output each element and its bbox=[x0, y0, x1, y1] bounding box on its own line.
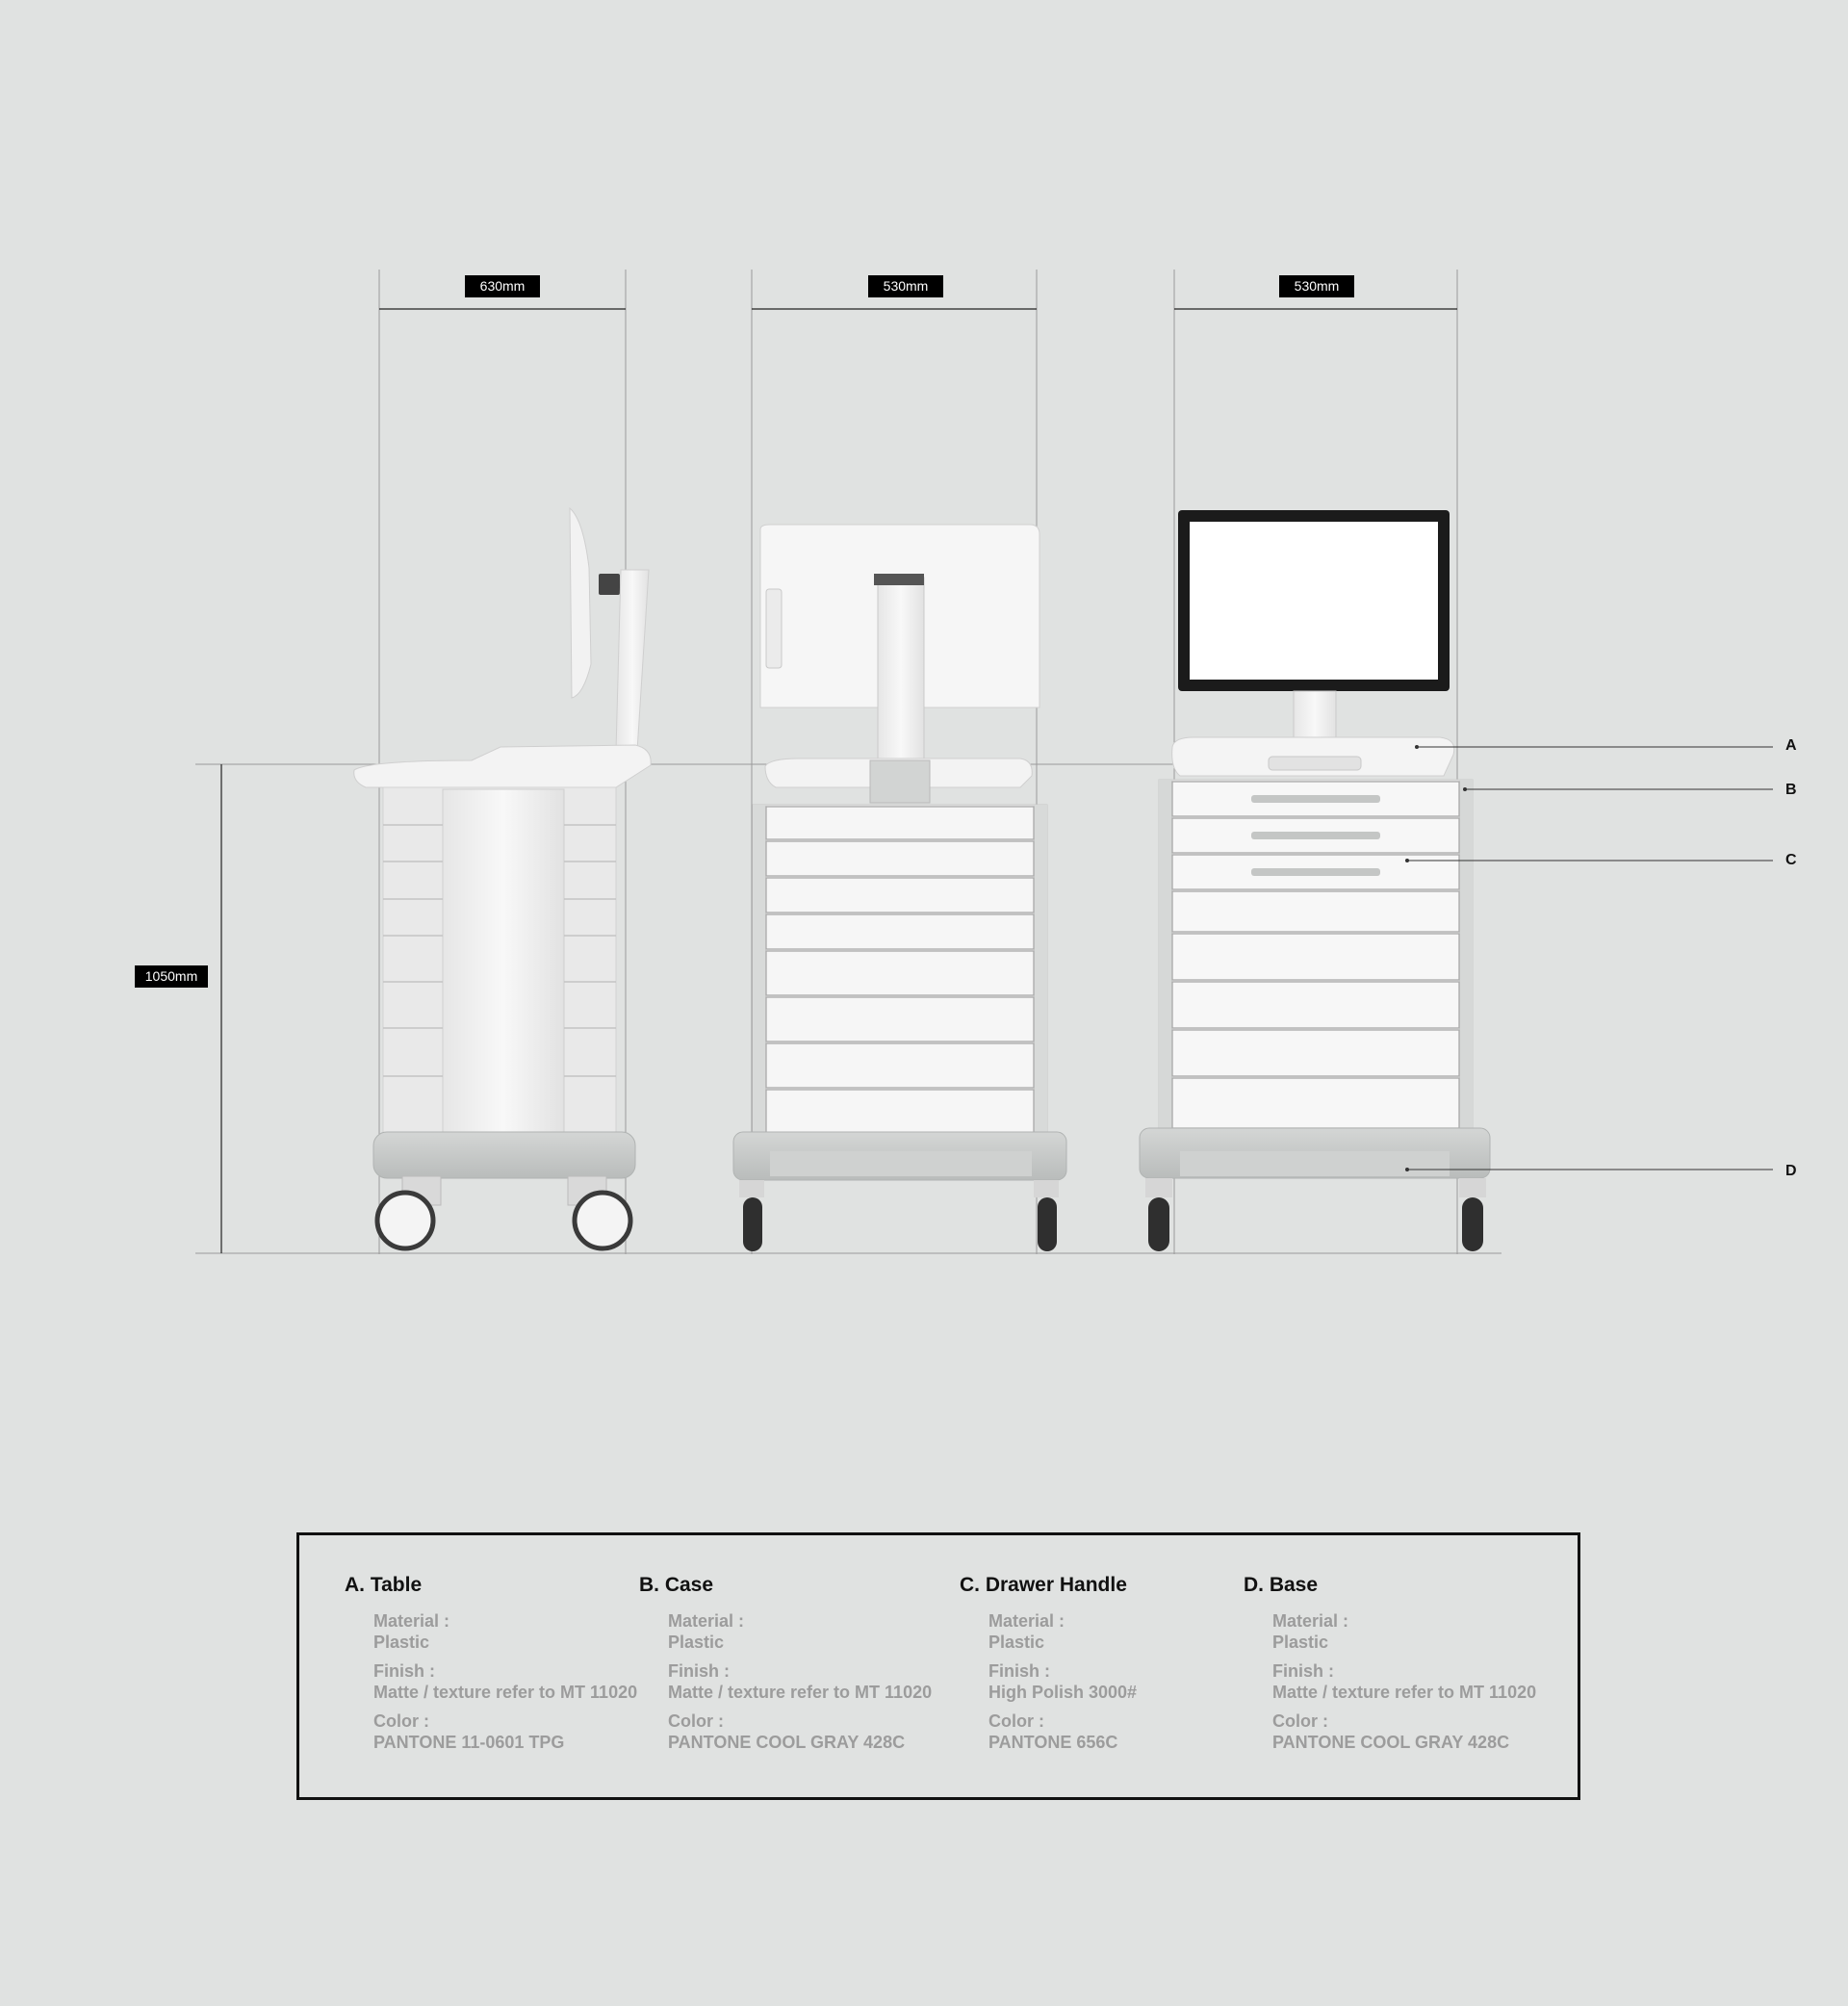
spec-title: D. Base bbox=[1244, 1574, 1319, 1596]
spec-table: A. Table Material : Plastic Finish : Mat… bbox=[296, 1532, 1580, 1800]
spec-color-label: Color : bbox=[668, 1711, 724, 1731]
spec-finish: Matte / texture refer to MT 11020 bbox=[373, 1683, 638, 1702]
spec-material-label: Material : bbox=[988, 1611, 1065, 1631]
spec-material-label: Material : bbox=[1272, 1611, 1349, 1631]
callout-b: B bbox=[1785, 782, 1797, 798]
spec-color: PANTONE 656C bbox=[988, 1733, 1118, 1752]
spec-finish: High Polish 3000# bbox=[988, 1683, 1138, 1702]
cart-orthographic-drawing: 630mm 530mm 530mm 1050mm bbox=[135, 270, 1797, 1254]
dimension-lines bbox=[220, 308, 1457, 1253]
spec-finish-label: Finish : bbox=[373, 1661, 435, 1681]
spec-color: PANTONE COOL GRAY 428C bbox=[668, 1733, 906, 1752]
spec-color-label: Color : bbox=[988, 1711, 1044, 1731]
spec-title: B. Case bbox=[639, 1574, 714, 1596]
spec-drawer-handle-c: C. Drawer Handle Material : Plastic Fini… bbox=[960, 1574, 1137, 1761]
spec-color: PANTONE 11-0601 TPG bbox=[373, 1733, 565, 1752]
spec-finish-label: Finish : bbox=[1272, 1661, 1334, 1681]
spec-color: PANTONE COOL GRAY 428C bbox=[1272, 1733, 1510, 1752]
spec-table-a: A. Table Material : Plastic Finish : Mat… bbox=[345, 1574, 637, 1761]
callout-a: A bbox=[1785, 737, 1797, 754]
svg-text:530mm: 530mm bbox=[884, 278, 929, 294]
cart-back-view bbox=[732, 524, 1067, 1251]
spec-color-label: Color : bbox=[1272, 1711, 1328, 1731]
callout-dots bbox=[1405, 745, 1467, 1171]
cart-side-view bbox=[353, 506, 652, 1251]
cart-front-view bbox=[1139, 510, 1491, 1251]
callout-c: C bbox=[1785, 852, 1797, 868]
spec-base-d: D. Base Material : Plastic Finish : Matt… bbox=[1244, 1574, 1536, 1761]
spec-material-label: Material : bbox=[668, 1611, 745, 1631]
spec-finish-label: Finish : bbox=[988, 1661, 1050, 1681]
svg-text:1050mm: 1050mm bbox=[145, 968, 197, 984]
spec-title: A. Table bbox=[345, 1574, 423, 1596]
back-drawers bbox=[765, 806, 1035, 1135]
spec-finish: Matte / texture refer to MT 11020 bbox=[1272, 1683, 1537, 1702]
spec-finish: Matte / texture refer to MT 11020 bbox=[668, 1683, 933, 1702]
dimension-tag-side-width: 630mm bbox=[465, 275, 540, 297]
spec-case-b: B. Case Material : Plastic Finish : Matt… bbox=[639, 1574, 932, 1761]
spec-title: C. Drawer Handle bbox=[960, 1574, 1127, 1596]
spec-material: Plastic bbox=[988, 1633, 1045, 1652]
spec-color-label: Color : bbox=[373, 1711, 429, 1731]
callout-leaders bbox=[1407, 746, 1773, 1170]
side-drawer-lines bbox=[383, 824, 616, 1077]
front-drawers bbox=[1171, 781, 1460, 1129]
spec-material: Plastic bbox=[1272, 1633, 1329, 1652]
spec-material: Plastic bbox=[668, 1633, 725, 1652]
monitor-screen bbox=[1190, 522, 1438, 680]
dimension-tag-back-width: 530mm bbox=[868, 275, 943, 297]
spec-material: Plastic bbox=[373, 1633, 430, 1652]
callout-d: D bbox=[1785, 1163, 1797, 1179]
svg-text:530mm: 530mm bbox=[1295, 278, 1340, 294]
svg-text:630mm: 630mm bbox=[480, 278, 526, 294]
dimension-tag-height: 1050mm bbox=[135, 965, 208, 988]
spec-material-label: Material : bbox=[373, 1611, 450, 1631]
dimension-tag-front-width: 530mm bbox=[1279, 275, 1354, 297]
drawer-handles bbox=[1251, 795, 1380, 876]
spec-finish-label: Finish : bbox=[668, 1661, 730, 1681]
